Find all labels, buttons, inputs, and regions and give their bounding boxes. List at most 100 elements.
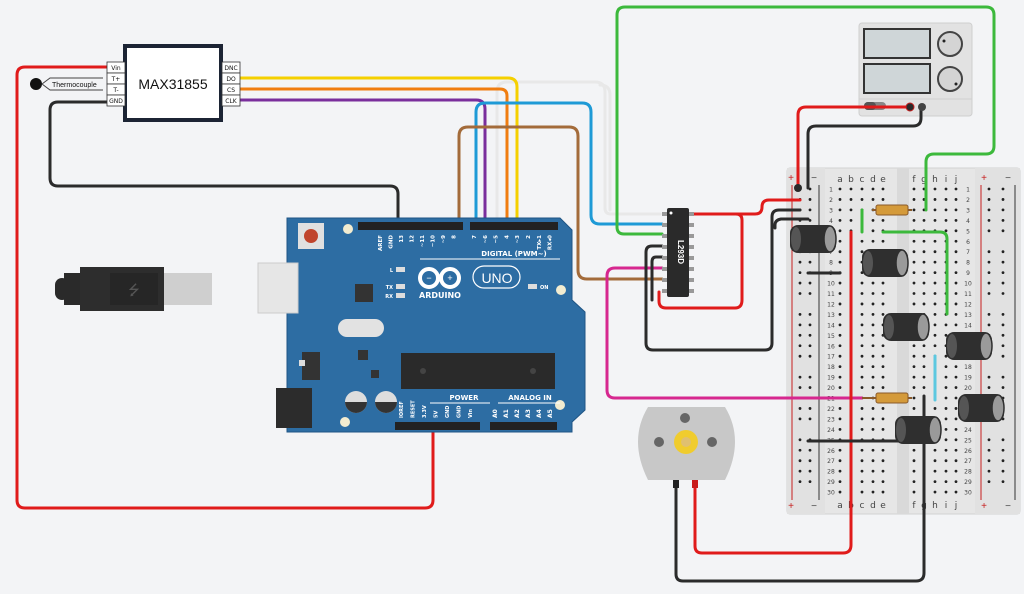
bb-hole[interactable] bbox=[922, 365, 926, 369]
bb-rail-hole[interactable] bbox=[798, 260, 802, 264]
bb-hole[interactable] bbox=[922, 260, 926, 264]
bb-rail-hole[interactable] bbox=[987, 187, 991, 191]
bb-hole[interactable] bbox=[881, 198, 885, 201]
bb-hole[interactable] bbox=[933, 480, 937, 483]
bb-hole[interactable] bbox=[954, 375, 958, 379]
bb-hole[interactable] bbox=[944, 448, 948, 452]
bb-rail-hole[interactable] bbox=[798, 281, 802, 285]
bb-hole[interactable] bbox=[933, 333, 937, 337]
bb-hole[interactable] bbox=[871, 354, 875, 358]
bb-hole[interactable] bbox=[912, 271, 916, 274]
bb-rail-hole[interactable] bbox=[798, 448, 802, 452]
bb-hole[interactable] bbox=[944, 229, 948, 233]
bb-hole[interactable] bbox=[954, 469, 958, 473]
bb-hole[interactable] bbox=[922, 271, 926, 274]
bb-hole[interactable] bbox=[933, 459, 937, 463]
bb-hole[interactable] bbox=[954, 396, 958, 400]
bb-hole[interactable] bbox=[838, 229, 842, 233]
bb-hole[interactable] bbox=[944, 438, 948, 442]
bb-hole[interactable] bbox=[954, 218, 958, 222]
bb-hole[interactable] bbox=[912, 375, 916, 379]
bb-rail-hole[interactable] bbox=[1001, 229, 1005, 233]
bb-hole[interactable] bbox=[944, 198, 948, 201]
electrolytic-capacitor[interactable] bbox=[883, 313, 930, 341]
bb-hole[interactable] bbox=[871, 407, 875, 410]
bb-rail-hole[interactable] bbox=[808, 354, 812, 358]
bb-hole[interactable] bbox=[881, 187, 885, 191]
bb-rail-hole[interactable] bbox=[798, 459, 802, 463]
bb-rail-hole[interactable] bbox=[1001, 480, 1005, 483]
bb-hole[interactable] bbox=[912, 386, 916, 389]
bb-rail-hole[interactable] bbox=[798, 333, 802, 337]
bb-hole[interactable] bbox=[838, 407, 842, 410]
bb-hole[interactable] bbox=[954, 229, 958, 233]
bb-hole[interactable] bbox=[933, 313, 937, 316]
bb-hole[interactable] bbox=[933, 239, 937, 243]
bb-hole[interactable] bbox=[912, 250, 916, 254]
bb-hole[interactable] bbox=[954, 427, 958, 431]
bb-rail-hole[interactable] bbox=[1001, 344, 1005, 348]
inductor-2[interactable] bbox=[862, 392, 912, 404]
bb-hole[interactable] bbox=[838, 448, 842, 452]
bb-hole[interactable] bbox=[933, 281, 937, 285]
wire-black-motor[interactable] bbox=[674, 394, 926, 583]
bb-rail-hole[interactable] bbox=[1001, 281, 1005, 285]
bb-hole[interactable] bbox=[871, 333, 875, 337]
bb-hole[interactable] bbox=[912, 344, 916, 348]
bb-rail-hole[interactable] bbox=[808, 448, 812, 452]
bb-rail-hole[interactable] bbox=[987, 208, 991, 212]
bb-hole[interactable] bbox=[871, 417, 875, 421]
bb-rail-hole[interactable] bbox=[798, 292, 802, 295]
bb-hole[interactable] bbox=[922, 250, 926, 254]
wire-red-l293d-loop[interactable] bbox=[657, 212, 744, 310]
inductor-1[interactable] bbox=[872, 204, 912, 216]
bb-hole[interactable] bbox=[922, 354, 926, 358]
wire-red-l293d-vs[interactable] bbox=[688, 198, 802, 216]
wire-green-bb-2[interactable] bbox=[881, 230, 949, 316]
bb-hole[interactable] bbox=[838, 292, 842, 295]
bb-hole[interactable] bbox=[944, 187, 948, 191]
bb-hole[interactable] bbox=[881, 354, 885, 358]
bb-hole[interactable] bbox=[838, 469, 842, 473]
bb-hole[interactable] bbox=[933, 271, 937, 274]
bb-rail-hole[interactable] bbox=[1001, 438, 1005, 442]
bb-hole[interactable] bbox=[933, 208, 937, 212]
bb-hole[interactable] bbox=[860, 459, 864, 463]
bb-hole[interactable] bbox=[838, 365, 842, 369]
wire-red-motor[interactable] bbox=[693, 230, 853, 555]
bb-hole[interactable] bbox=[871, 427, 875, 431]
bb-rail-hole[interactable] bbox=[1001, 271, 1005, 274]
bb-hole[interactable] bbox=[860, 187, 864, 191]
bb-hole[interactable] bbox=[933, 250, 937, 254]
bb-hole[interactable] bbox=[871, 448, 875, 452]
bb-hole[interactable] bbox=[944, 323, 948, 327]
bb-rail-hole[interactable] bbox=[808, 386, 812, 389]
bb-rail-hole[interactable] bbox=[808, 344, 812, 348]
bb-rail-hole[interactable] bbox=[987, 323, 991, 327]
bb-rail-hole[interactable] bbox=[987, 438, 991, 442]
bb-rail-hole[interactable] bbox=[987, 386, 991, 389]
bb-rail-hole[interactable] bbox=[808, 313, 812, 316]
wire-black-psu-minus[interactable] bbox=[806, 105, 923, 190]
bb-rail-hole[interactable] bbox=[1001, 260, 1005, 264]
bb-hole[interactable] bbox=[838, 260, 842, 264]
bb-hole[interactable] bbox=[838, 250, 842, 254]
bb-hole[interactable] bbox=[871, 198, 875, 201]
bb-hole[interactable] bbox=[881, 469, 885, 473]
wire-orange-cs[interactable] bbox=[238, 87, 509, 227]
electrolytic-capacitor[interactable] bbox=[862, 249, 909, 277]
bb-hole[interactable] bbox=[912, 198, 916, 201]
bb-hole[interactable] bbox=[954, 448, 958, 452]
wire-magenta[interactable] bbox=[605, 266, 864, 400]
bb-hole[interactable] bbox=[871, 459, 875, 463]
bb-hole[interactable] bbox=[912, 239, 916, 243]
bb-hole[interactable] bbox=[922, 302, 926, 306]
bb-hole[interactable] bbox=[881, 344, 885, 348]
wire-blue-d7[interactable] bbox=[474, 101, 664, 227]
bb-hole[interactable] bbox=[912, 480, 916, 483]
bb-hole[interactable] bbox=[849, 198, 853, 201]
bb-rail-hole[interactable] bbox=[987, 469, 991, 473]
bb-hole[interactable] bbox=[922, 292, 926, 295]
